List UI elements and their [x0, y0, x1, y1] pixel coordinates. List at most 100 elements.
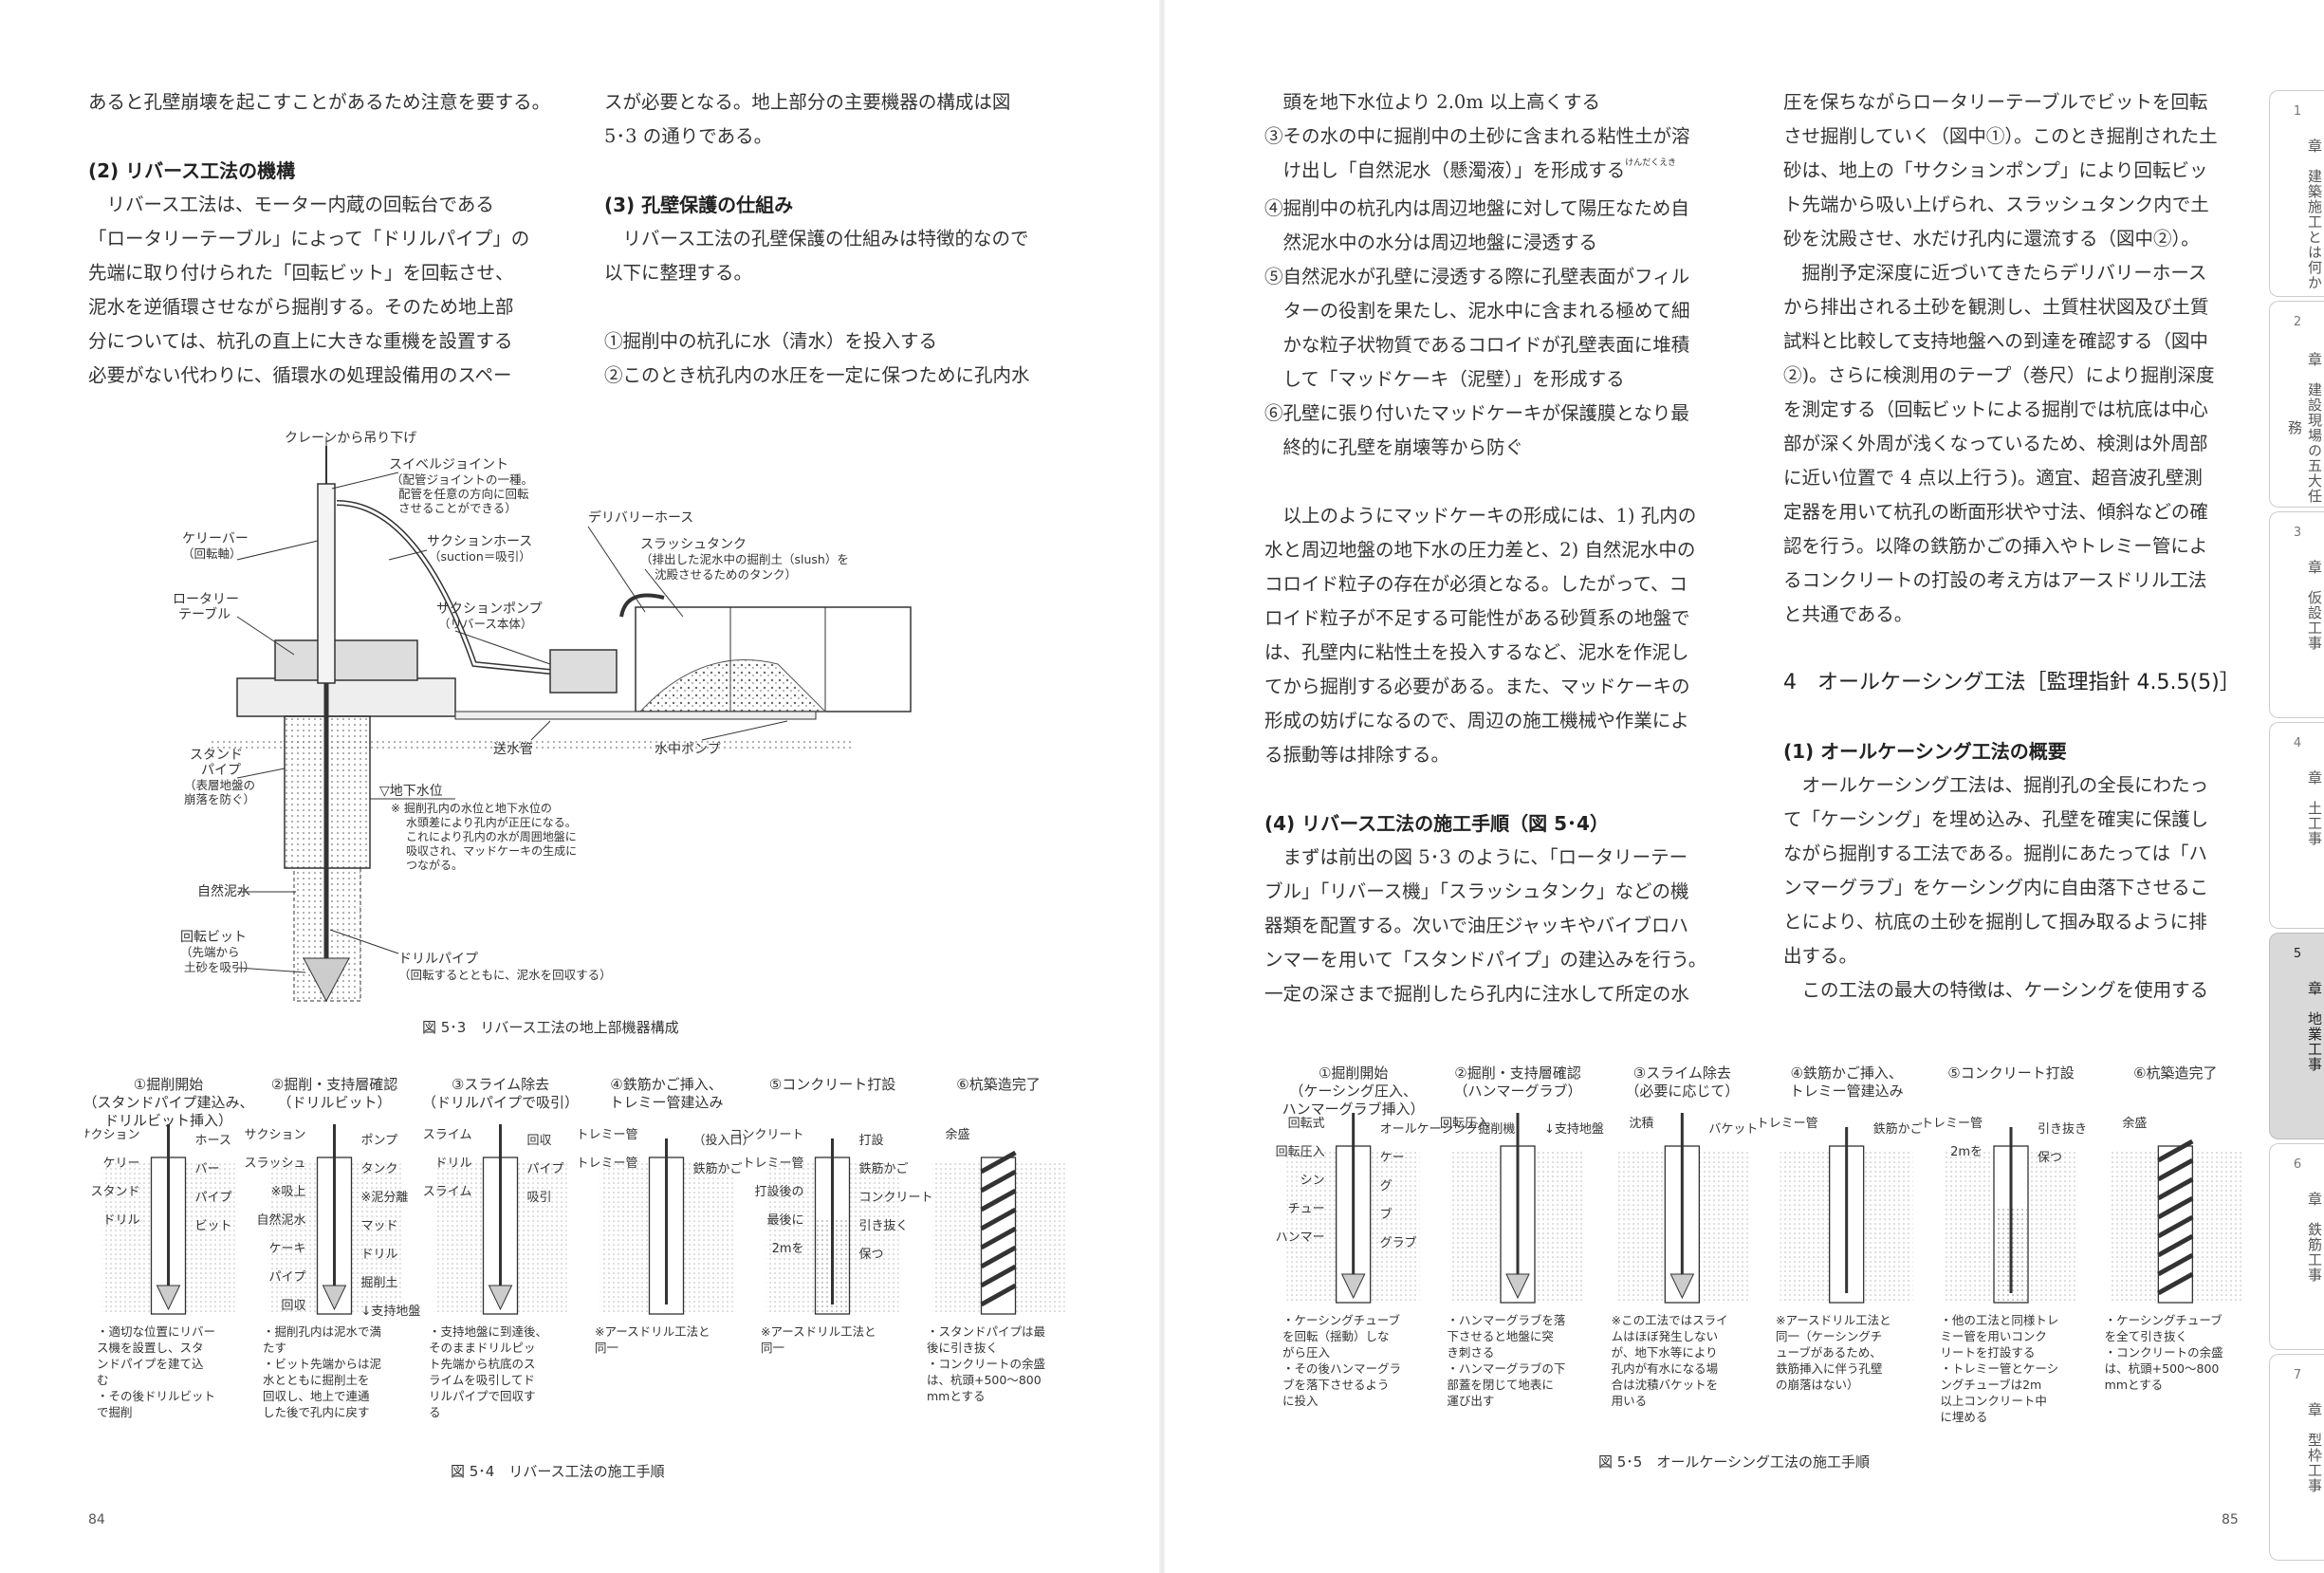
step-title: ⑤コンクリート打設 — [769, 1076, 895, 1093]
step-note: ・スタンドパイプは最 — [927, 1324, 1046, 1339]
label-delivery: デリバリーホース — [588, 509, 693, 526]
step-note: 鉄筋挿入に伴う孔壁 — [1776, 1361, 1883, 1376]
step-title: ハンマーグラブ挿入） — [1282, 1101, 1425, 1118]
step-note: がら圧入 — [1282, 1345, 1331, 1360]
chapter-tab-label: 章 地業工事 — [2306, 981, 2323, 1072]
step-1: ①掘削開始（スタンドパイプ建込み、ドリルビット挿入）サクションホースケリーバース… — [78, 1076, 254, 1419]
step-title: ⑤コンクリート打設 — [1947, 1064, 2074, 1082]
text-line: て「ケーシング」を埋め込み、孔壁を確実に保護し — [1783, 803, 2258, 837]
paragraph-spacer — [1264, 465, 1748, 499]
step-note: を回転（揺動）しな — [1282, 1329, 1390, 1343]
text-line: させ掘削していく（図中①）。このとき掘削された土 — [1783, 120, 2258, 154]
label-stand2: パイプ — [201, 763, 241, 778]
step-title: （ハンマーグラブ） — [1453, 1083, 1581, 1100]
left-column-1: あると孔壁崩壊を起こすことがあるため注意を要する。(2) リバース工法の機構リバ… — [88, 85, 572, 393]
text-line-content: ②このとき杭孔内の水圧を一定に保つために孔内水 — [604, 364, 1030, 386]
step-label: 余盛 — [945, 1127, 969, 1142]
step-note: ・支持地盤に到達後、 — [429, 1324, 547, 1339]
text-line-content: オールケーシング工法は、掘削孔の全長にわたっ — [1801, 774, 2209, 796]
chapter-tab-label: 章 型枠工事 — [2306, 1402, 2323, 1493]
step-label: ホース — [195, 1134, 231, 1148]
text-line-content: 砂は、地上の「サクションポンプ」により回転ビッ — [1783, 159, 2208, 181]
section-heading: (1) オールケーシング工法の概要 — [1783, 734, 2258, 768]
step-title: ④鉄筋かご挿入、 — [610, 1076, 722, 1093]
paragraph-spacer — [604, 290, 1088, 324]
step-title: トレミー管建込み — [1790, 1083, 1904, 1100]
text-line: ⑥孔壁に張り付いたマッドケーキが保護膜となり最 — [1264, 397, 1748, 431]
step-note: に投入 — [1282, 1394, 1319, 1408]
text-line: 一定の深さまで掘削したら孔内に注水して所定の水 — [1264, 977, 1748, 1011]
step-label: シン — [1300, 1174, 1325, 1188]
paragraph-spacer — [604, 154, 1088, 188]
step-note: ・ハンマーグラブを落 — [1447, 1313, 1566, 1327]
step-label: 2mを — [772, 1242, 804, 1256]
label-rotary2: テーブル — [178, 606, 231, 622]
text-line: てから掘削する必要がある。また、マッドケーキの — [1264, 670, 1748, 704]
text-line-content: 水と周辺地盤の地下水の圧力差と、2) 自然泥水中の — [1264, 539, 1696, 561]
text-line-content: 器類を配置する。次いで油圧ジャッキやバイブロハ — [1264, 915, 1688, 936]
step-title: ③スライム除去 — [1633, 1064, 1731, 1082]
step-label: 回収 — [527, 1134, 552, 1148]
right-page-number: 85 — [2222, 1512, 2239, 1527]
text-line-content: ②)。さらに検測用のテープ（巻尺）により掘削深度 — [1783, 364, 2215, 386]
step-title: （ドリルビット） — [277, 1094, 391, 1111]
text-line-content: ブル」「リバース機」「スラッシュタンク」などの機 — [1264, 880, 1689, 902]
step-label: 吸引 — [527, 1191, 552, 1205]
text-line-content: に近い位置で 4 点以上行う)。適宜、超音波孔壁測 — [1783, 467, 2203, 489]
chapter-tab-number: 4 — [2293, 736, 2302, 750]
chapter-tab-number: 3 — [2293, 526, 2302, 540]
step-note: 水とともに掘削土を — [263, 1373, 370, 1387]
step-label: トレミー管 — [576, 1157, 637, 1171]
step-note: そのままドリルピッ — [429, 1341, 536, 1355]
paragraph-spacer — [88, 120, 572, 154]
step-note: した後で孔内に戻す — [263, 1405, 370, 1419]
step-note: は、杭頭+500〜800 — [927, 1373, 1042, 1387]
right-column-2: 圧を保ちながらロータリーテーブルでビットを回転させ掘削していく（図中①）。このと… — [1783, 85, 2258, 1008]
step-label: ケーキ — [268, 1242, 305, 1256]
section-heading: (3) 孔壁保護の仕組み — [604, 188, 1088, 222]
label-slush-n2: 沈殿させるためのタンク） — [655, 567, 797, 582]
label-suction-hose-n: （suction＝吸引） — [429, 549, 531, 564]
step-title: （スタンドパイプ建込み、 — [85, 1094, 254, 1111]
figure-5-4-caption: 図 5･4 リバース工法の施工手順 — [451, 1463, 665, 1480]
text-line-content: 試料と比較して支持地盤への到達を確認する（図中 — [1783, 330, 2208, 352]
step-note: ・適切な位置にリバー — [97, 1324, 215, 1339]
step-label: 鉄筋かご — [693, 1161, 743, 1176]
text-line: け出し「自然泥水（懸濁液）」を形成するけんだくえき — [1264, 154, 1748, 192]
text-line-content: 掘削予定深度に近づいてきたらデリバリーホース — [1801, 262, 2207, 284]
step-label: 掘削土 — [361, 1276, 398, 1290]
step-title: ①掘削開始 — [1319, 1064, 1388, 1082]
step-label: トレミー管 — [1757, 1117, 1818, 1131]
label-gw-n3: これにより孔内の水が周囲地盤に — [406, 829, 577, 843]
step-note: ※アースドリル工法と — [595, 1324, 710, 1339]
step-label: スライム — [423, 1185, 472, 1199]
step-label: スライム — [423, 1128, 472, 1142]
step-note: ングチューブは2m — [1940, 1378, 2041, 1392]
text-line: 器類を配置する。次いで油圧ジャッキやバイブロハ — [1264, 909, 1748, 943]
label-suction-pump-n: （リバース本体） — [438, 617, 532, 631]
step-note: に埋める — [1940, 1410, 1987, 1424]
step-label: ↓支持地盤 — [1544, 1122, 1604, 1137]
text-line: る振動等は排除する。 — [1264, 738, 1748, 772]
text-line-content: 5･3 の通りである。 — [604, 125, 773, 147]
step-note: mmとする — [927, 1389, 985, 1403]
label-drill: ドリルパイプ — [398, 952, 478, 967]
step-note: ス機を設置し、スタ — [97, 1341, 204, 1355]
label-gw-n5: つながる。 — [406, 858, 463, 872]
text-line: 泥水を逆循環させながら掘削する。そのため地上部 — [88, 290, 572, 324]
step-label: 最後に — [766, 1213, 803, 1228]
text-line: オールケーシング工法は、掘削孔の全長にわたっ — [1783, 768, 2258, 803]
chapter-tab-label: 章 建築施工とは何か — [2306, 139, 2323, 290]
step-label: サクション — [244, 1128, 305, 1142]
text-line: あると孔壁崩壊を起こすことがあるため注意を要する。 — [88, 85, 572, 120]
text-line-content: まずは前出の図 5･3 のように、「ロータリーテー — [1282, 846, 1688, 868]
step-title: ドリルビット挿入） — [104, 1112, 232, 1129]
